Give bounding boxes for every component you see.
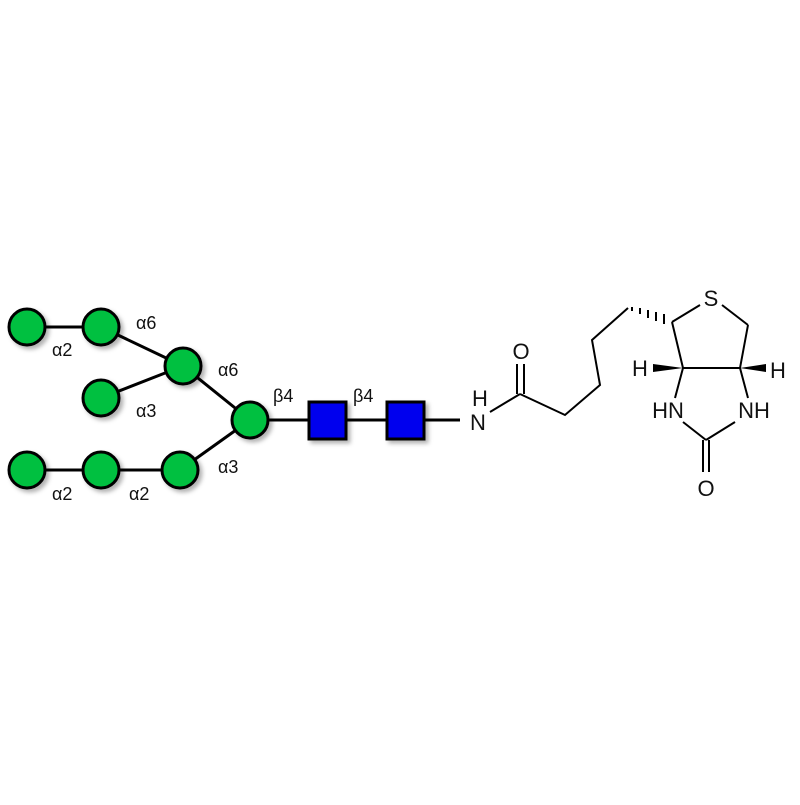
linkage-label: α6 bbox=[136, 313, 156, 333]
glycan-residues bbox=[7, 307, 426, 490]
linkage-label: α2 bbox=[129, 484, 149, 504]
atom-label: H bbox=[770, 358, 786, 383]
wedge-bond bbox=[740, 364, 766, 372]
mannose-residue bbox=[230, 400, 270, 440]
atom-label: HN bbox=[652, 398, 684, 423]
glcnac-residue bbox=[385, 400, 426, 441]
mannose-residue bbox=[7, 450, 47, 490]
linkage-label: α3 bbox=[136, 401, 156, 421]
mannose-residue bbox=[81, 378, 121, 418]
mannose-residue bbox=[7, 307, 47, 347]
atom-label: H bbox=[632, 356, 648, 381]
wedge-bond bbox=[653, 364, 683, 372]
hashed-bond bbox=[631, 307, 665, 324]
mannose-residue bbox=[163, 346, 203, 386]
linkage-label: α2 bbox=[52, 484, 72, 504]
glcnac-residue bbox=[307, 400, 348, 441]
atom-label: O bbox=[512, 339, 529, 364]
mannose-residue bbox=[81, 450, 121, 490]
linkage-label: β4 bbox=[353, 386, 373, 406]
atom-labels: N H O S H H HN NH O bbox=[470, 286, 786, 501]
atom-label: H bbox=[472, 386, 488, 411]
linkage-labels: α2 α6 α3 α6 α3 α2 α2 β4 β4 bbox=[52, 313, 373, 504]
atom-label: S bbox=[704, 286, 719, 311]
mannose-residue bbox=[160, 450, 200, 490]
linkage-label: α2 bbox=[52, 340, 72, 360]
biotin-bonds bbox=[489, 304, 749, 472]
linkage-label: β4 bbox=[273, 386, 293, 406]
mannose-residue bbox=[81, 307, 121, 347]
atom-label: O bbox=[697, 476, 714, 501]
atom-label: NH bbox=[738, 398, 770, 423]
atom-label: N bbox=[470, 410, 486, 435]
linkage-label: α3 bbox=[218, 457, 238, 477]
linkage-label: α6 bbox=[218, 360, 238, 380]
